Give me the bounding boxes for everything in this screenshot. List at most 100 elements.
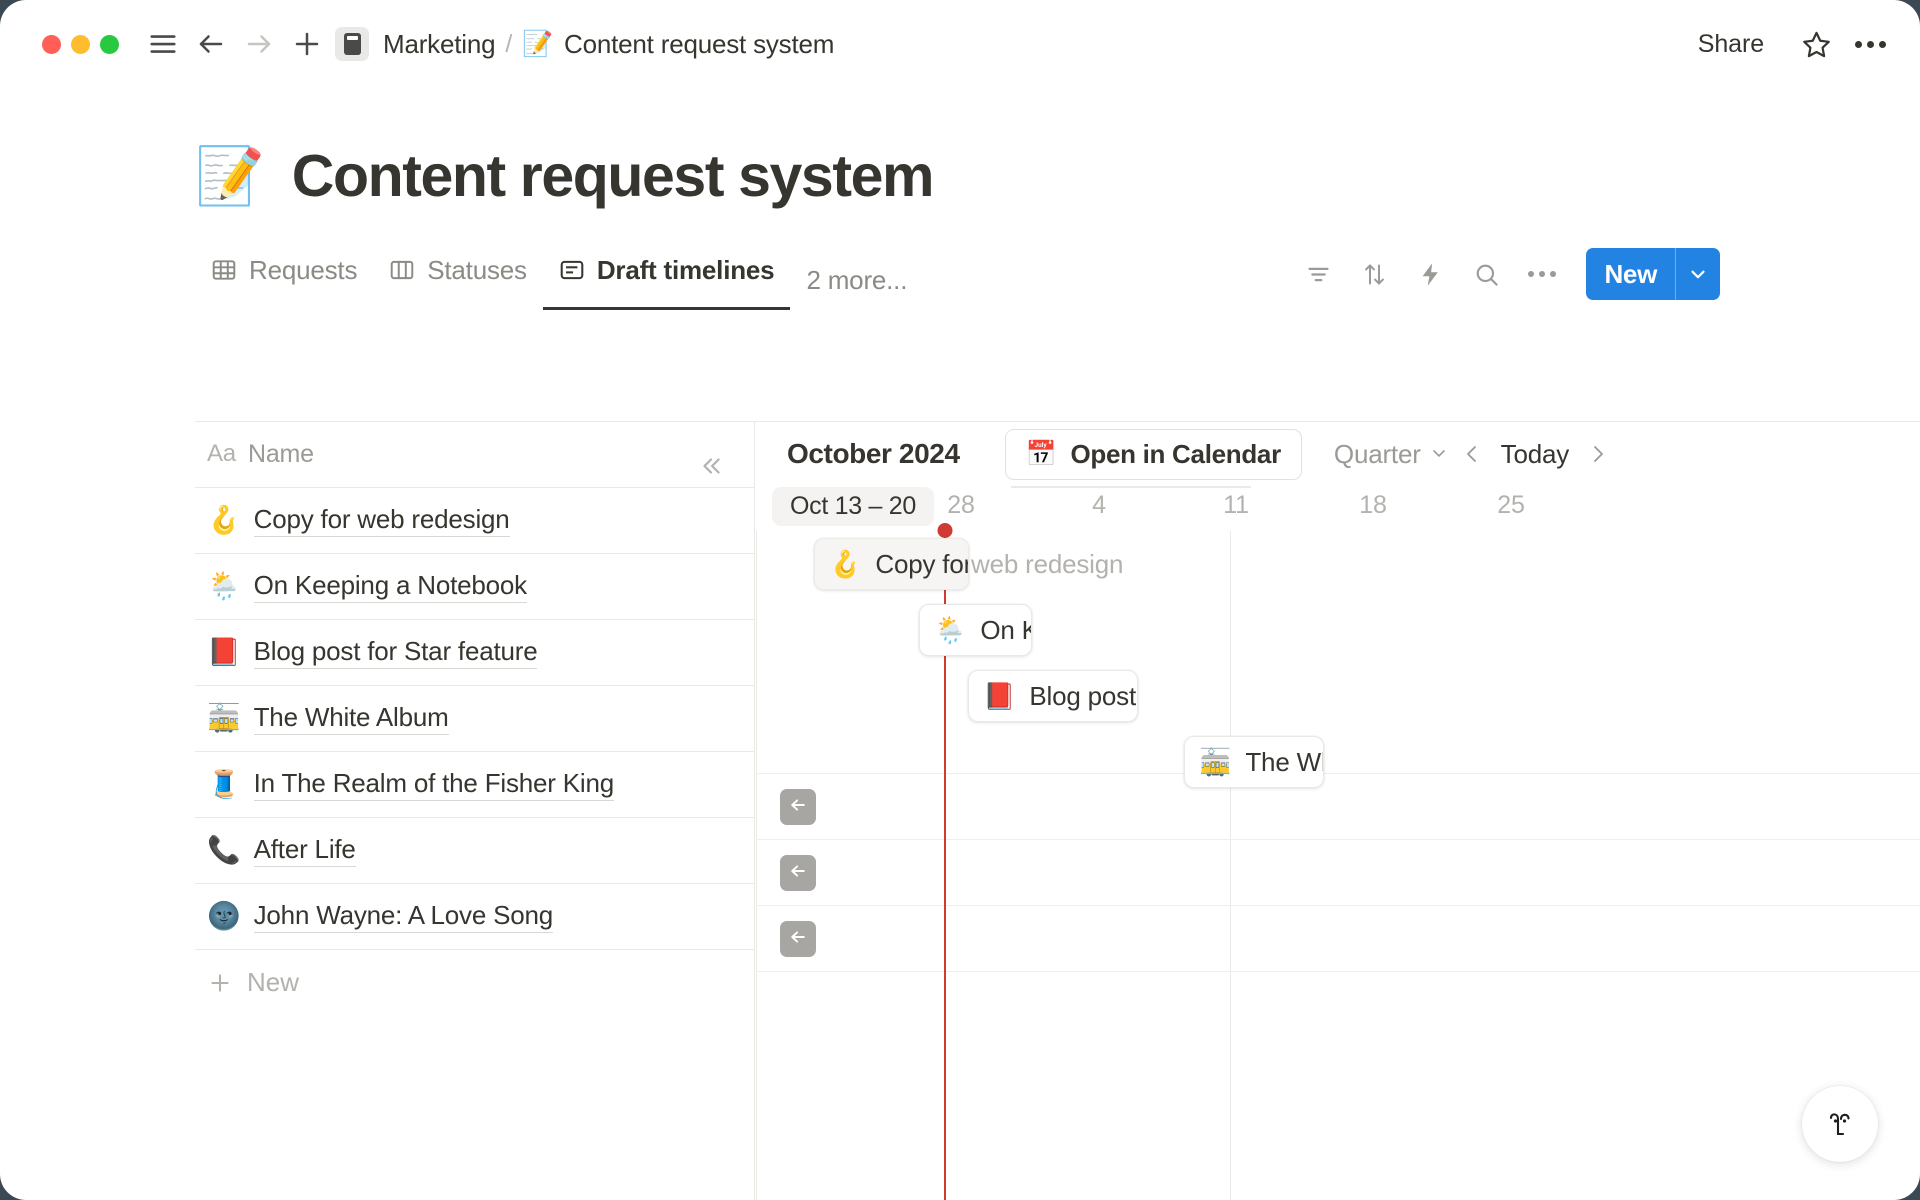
list-item[interactable]: 🪝 Copy for web redesign: [195, 487, 755, 553]
page-more-icon[interactable]: [1850, 24, 1890, 64]
timeline-card-emoji-closed-book-icon: 📕: [983, 681, 1016, 711]
workspace-icon[interactable]: [335, 27, 369, 61]
text-type-icon: Aa: [207, 440, 236, 467]
automation-icon[interactable]: [1402, 249, 1458, 299]
forward-arrow-icon[interactable]: [239, 24, 279, 64]
minimize-window-button[interactable]: [71, 34, 90, 54]
selected-date-range-chip[interactable]: Oct 13 – 20: [772, 487, 934, 526]
open-in-calendar-button[interactable]: 📅 Open in Calendar: [1004, 428, 1302, 480]
page-title[interactable]: Content request system: [291, 143, 935, 209]
timeline-card[interactable]: 📕 Blog post for Star feature: [968, 670, 1138, 722]
timeline-toolbar: October 2024 📅 Open in Calendar Quarter: [756, 421, 1920, 487]
timeline-zoom-label: Quarter: [1333, 438, 1421, 469]
list-item[interactable]: 📕 Blog post for Star feature: [195, 619, 755, 685]
row-title[interactable]: After Life: [253, 834, 356, 867]
timeline-grid: web redesign 🪝 Copy for web redesign 🌦️ …: [756, 523, 1920, 1200]
timeline-zoom-select[interactable]: Quarter: [1334, 439, 1449, 470]
name-column-header[interactable]: Aa Name: [195, 421, 755, 487]
tab-draft-timelines-label: Draft timelines: [596, 254, 775, 285]
timeline-name-panel: Aa Name 🪝 Copy for web redesign 🌦️ On Ke…: [195, 421, 755, 1200]
close-window-button[interactable]: [42, 34, 61, 54]
timeline-card[interactable]: 🚋 The White Album: [1184, 736, 1324, 788]
timeline-view: Aa Name 🪝 Copy for web redesign 🌦️ On Ke…: [195, 421, 1920, 1200]
scroll-to-item-left-button[interactable]: [780, 789, 816, 825]
breadcrumb-page-emoji: 📝: [522, 29, 554, 58]
sort-icon[interactable]: [1346, 249, 1402, 299]
traffic-lights: [42, 34, 119, 54]
timeline-card-emoji-sun-behind-rain-cloud-icon: 🌦️: [934, 615, 967, 645]
list-item[interactable]: 🧵 In The Realm of the Fisher King: [195, 751, 755, 817]
timeline-card-label: On Keeping a Notebook: [980, 614, 1031, 645]
row-title[interactable]: Copy for web redesign: [253, 504, 510, 537]
add-new-row-label: New: [247, 967, 300, 997]
timeline-canvas: October 2024 📅 Open in Calendar Quarter: [756, 421, 1920, 1200]
page-emoji[interactable]: 📝: [195, 144, 265, 207]
ruler-tick: 18: [1359, 491, 1387, 519]
arrow-left-icon: [788, 927, 808, 952]
scroll-to-item-left-button[interactable]: [780, 855, 816, 891]
new-button-label: New: [1604, 258, 1657, 289]
timeline-card-emoji-tram-car-icon: 🚋: [1199, 747, 1232, 777]
view-tabs: Requests Statuses Draft timelines 2 more…: [0, 244, 1920, 310]
view-more-icon[interactable]: [1514, 249, 1570, 299]
row-emoji-new-moon-face-icon: 🌚: [207, 901, 241, 931]
filter-icon[interactable]: [1290, 249, 1346, 299]
new-button[interactable]: New: [1586, 248, 1720, 300]
ruler-tick: 4: [1092, 491, 1106, 519]
row-title[interactable]: On Keeping a Notebook: [253, 570, 527, 603]
tab-requests[interactable]: Requests: [195, 244, 373, 310]
search-icon[interactable]: [1458, 249, 1514, 299]
ruler-bracket: [1011, 486, 1251, 488]
scroll-to-item-left-button[interactable]: [780, 921, 816, 957]
row-title[interactable]: Blog post for Star feature: [253, 636, 538, 669]
grid-row-line: [756, 905, 1920, 906]
row-title[interactable]: In The Realm of the Fisher King: [253, 768, 614, 801]
favorite-star-icon[interactable]: [1796, 24, 1836, 64]
share-button[interactable]: Share: [1697, 29, 1764, 58]
row-title[interactable]: The White Album: [253, 702, 449, 735]
breadcrumb: Marketing / 📝 Content request system: [383, 29, 834, 60]
chevron-right-icon[interactable]: [1575, 431, 1621, 477]
breadcrumb-page[interactable]: Content request system: [564, 28, 835, 59]
timeline-card[interactable]: 🌦️ On Keeping a Notebook: [919, 604, 1032, 656]
add-new-row-button[interactable]: New: [195, 949, 755, 1015]
arrow-left-icon: [788, 795, 808, 820]
list-item[interactable]: 📞 After Life: [195, 817, 755, 883]
grid-row-line: [756, 971, 1920, 972]
tabs-more-button[interactable]: 2 more...: [806, 265, 908, 295]
new-page-plus-icon[interactable]: [287, 24, 327, 64]
tab-requests-label: Requests: [249, 254, 358, 285]
arrow-left-icon: [788, 861, 808, 886]
back-arrow-icon[interactable]: [191, 24, 231, 64]
table-icon: [211, 257, 237, 283]
row-emoji-sun-behind-rain-cloud-icon: 🌦️: [207, 571, 241, 601]
new-button-divider: [1675, 248, 1676, 300]
timeline-card-label: The White Album: [1245, 746, 1323, 777]
tab-statuses-label: Statuses: [427, 254, 527, 285]
timeline-card-label: Copy for web redesign: [875, 548, 968, 579]
assistant-face-icon[interactable]: [1802, 1086, 1878, 1162]
maximize-window-button[interactable]: [100, 34, 119, 54]
timeline-card[interactable]: 🪝 Copy for web redesign: [814, 538, 969, 590]
timeline-month-label: October 2024: [787, 438, 960, 469]
tab-statuses[interactable]: Statuses: [373, 244, 543, 310]
ruler-tick: 11: [1223, 491, 1249, 519]
breadcrumb-workspace[interactable]: Marketing: [383, 28, 496, 59]
row-emoji-closed-book-icon: 📕: [207, 637, 241, 667]
grid-line: [1230, 531, 1231, 1200]
grid-row-line: [756, 773, 1920, 774]
sidebar-toggle-icon[interactable]: [143, 24, 183, 64]
tab-draft-timelines[interactable]: Draft timelines: [542, 244, 791, 310]
list-item[interactable]: 🌦️ On Keeping a Notebook: [195, 553, 755, 619]
timeline-top-divider: [195, 421, 1920, 422]
list-item[interactable]: 🌚 John Wayne: A Love Song: [195, 883, 755, 949]
row-title[interactable]: John Wayne: A Love Song: [253, 900, 553, 933]
chevron-down-icon[interactable]: [1676, 248, 1720, 300]
double-chevron-left-icon[interactable]: [691, 446, 731, 486]
chevron-left-icon[interactable]: [1449, 431, 1495, 477]
today-button[interactable]: Today: [1500, 438, 1570, 469]
timeline-card-emoji-hook-icon: 🪝: [829, 549, 862, 579]
page-header: 📝 Content request system: [0, 88, 1920, 210]
list-item[interactable]: 🚋 The White Album: [195, 685, 755, 751]
ruler-tick: 25: [1497, 491, 1525, 519]
